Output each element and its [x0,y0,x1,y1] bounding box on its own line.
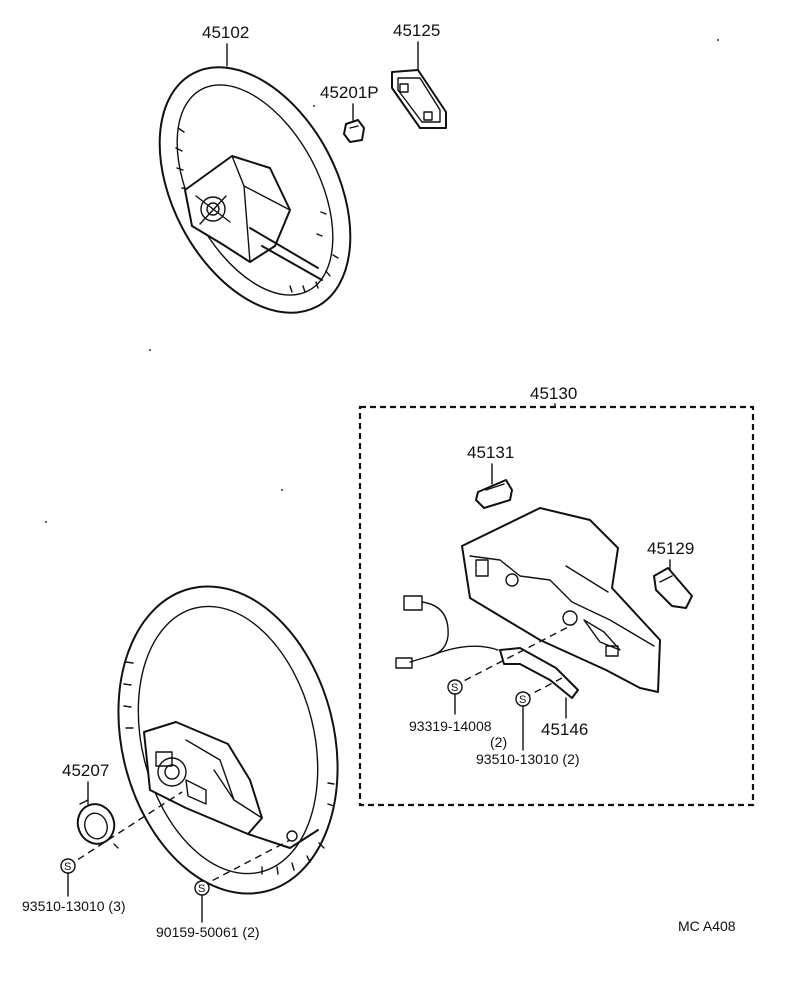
svg-text:S: S [64,861,71,873]
svg-text:S: S [198,883,205,895]
drawing-code: MC A408 [678,918,736,934]
part-45125-cover [391,69,447,129]
part-45201P [343,119,365,143]
part-45207-ring [76,799,119,849]
label-45125: 45125 [393,21,440,40]
screw-symbol-90159: S [194,880,210,923]
label-45129: 45129 [647,539,694,558]
screw-symbol-93510-box: S [515,691,531,751]
label-45207: 45207 [62,761,109,780]
label-93319-14008: 93319-14008 [409,718,492,734]
label-45131: 45131 [467,443,514,462]
screw-symbol-93319: S [447,679,463,715]
wire-harness [395,595,499,669]
label-93319-qty: (2) [490,734,507,750]
scan-specks [45,39,719,523]
axis-line-90159 [201,839,291,887]
screw-symbol-93510-lower: S [60,858,76,897]
label-45102: 45102 [202,23,249,42]
axis-line-93319 [453,623,575,687]
assembly-box-45130 [358,405,755,807]
part-45131 [475,479,513,509]
label-45201P: 45201P [320,83,379,102]
label-45130: 45130 [530,384,577,403]
part-45129 [653,567,693,609]
label-93510-13010-3: 93510-13010 (3) [22,898,126,914]
part-45146-bracket [499,647,579,699]
label-45146: 45146 [541,720,588,739]
horn-pad-assembly [461,507,661,693]
axis-line-93510-box [523,677,563,699]
label-93510-13010-2: 93510-13010 (2) [476,751,580,767]
label-90159-50061: 90159-50061 (2) [156,924,260,940]
steering-wheel-upper [158,66,352,314]
svg-text:S: S [519,694,526,706]
axis-line-93510-lower [67,791,183,867]
svg-text:S: S [451,682,458,694]
steering-wheel-lower [117,585,339,895]
